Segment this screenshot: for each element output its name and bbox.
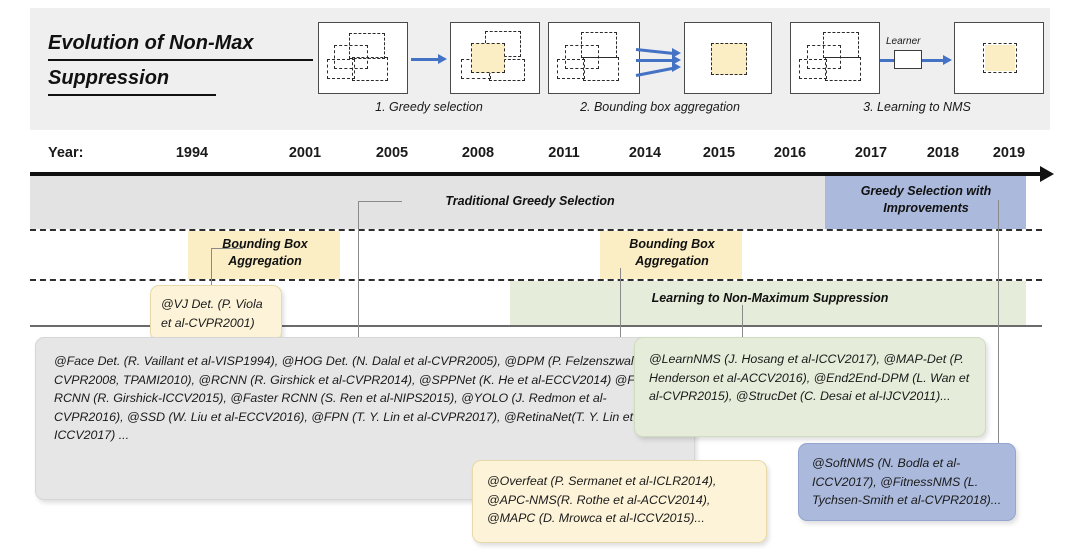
page-title: Evolution of Non-Max Suppression <box>48 28 313 96</box>
diagram-1-output-panel <box>450 22 540 94</box>
dashed-box <box>352 57 388 81</box>
dashed-box <box>983 43 1017 73</box>
callout-aggregation: @Overfeat (P. Sermanet et al-ICLR2014), … <box>472 460 767 543</box>
selected-box-highlight <box>471 43 505 73</box>
year-tick-2017: 2017 <box>854 145 888 161</box>
band-greedy-with-improvements <box>825 176 1026 229</box>
year-tick-2015: 2015 <box>702 145 736 161</box>
band-divider-top <box>30 229 1042 231</box>
flow-arrow-head <box>672 55 681 65</box>
learner-node <box>894 50 922 69</box>
diagram-2-caption: 2. Bounding box aggregation <box>580 100 740 114</box>
label-bounding-box-aggregation-1: Bounding Box Aggregation <box>222 237 308 268</box>
diagram-3-caption: 3. Learning to NMS <box>863 100 971 114</box>
flow-arrow <box>635 48 674 55</box>
label-learning-to-nms: Learning to Non-Maximum Suppression <box>651 291 889 305</box>
year-tick-2001: 2001 <box>288 145 322 161</box>
flow-arrow-head <box>672 48 681 58</box>
dashed-box <box>327 59 355 79</box>
connector-bba-1 <box>211 248 213 296</box>
connector-learning <box>742 305 744 350</box>
page-title-line-2: Suppression <box>48 63 216 96</box>
flow-arrow-head <box>943 55 952 65</box>
page-title-line-1: Evolution of Non-Max <box>48 28 313 61</box>
callout-learning-nms: @LearnNMS (J. Hosang et al-ICCV2017), @M… <box>634 337 986 437</box>
band-baseline <box>30 325 1042 327</box>
connector-traditional-greedy <box>358 201 402 203</box>
year-tick-2016: 2016 <box>773 145 807 161</box>
diagram-2-input-panel <box>548 22 640 94</box>
label-traditional-greedy: Traditional Greedy Selection <box>445 194 615 208</box>
flow-arrow <box>635 66 674 77</box>
header-panel <box>30 8 1050 130</box>
flow-arrow-head <box>672 62 681 72</box>
year-tick-2018: 2018 <box>926 145 960 161</box>
band-bounding-box-aggregation-2 <box>600 231 742 279</box>
timeline-axis <box>30 172 1042 176</box>
diagram-1-input-panel <box>318 22 408 94</box>
flow-arrow <box>922 59 944 62</box>
timeline-axis-arrow-icon <box>1040 166 1054 182</box>
diagram-3-output-panel <box>954 22 1044 94</box>
year-tick-2019: 2019 <box>992 145 1026 161</box>
label-greedy-with-improvements: Greedy Selection with Improvements <box>860 184 992 215</box>
band-bounding-box-aggregation-1 <box>188 231 340 279</box>
year-tick-2008: 2008 <box>461 145 495 161</box>
selected-box-highlight <box>985 45 1015 71</box>
learner-node-label: Learner <box>886 36 921 47</box>
diagram-greedy-selection: 1. Greedy selection <box>318 22 540 122</box>
aggregated-box-highlight <box>711 43 747 75</box>
label-bounding-box-aggregation-2: Bounding Box Aggregation <box>629 237 715 268</box>
band-divider-bottom <box>30 279 1042 281</box>
flow-arrow <box>411 58 439 61</box>
diagram-bounding-box-aggregation: 2. Bounding box aggregation <box>548 22 772 122</box>
connector-bba-1 <box>211 248 243 250</box>
diagram-1-caption: 1. Greedy selection <box>375 100 483 114</box>
dashed-box <box>825 57 861 81</box>
flow-arrow-head <box>438 54 447 64</box>
year-tick-2014: 2014 <box>628 145 662 161</box>
callout-improvements: @SoftNMS (N. Bodla et al-ICCV2017), @Fit… <box>798 443 1016 521</box>
flow-arrow <box>636 59 674 62</box>
connector-traditional-greedy <box>358 201 360 351</box>
dashed-box <box>583 57 619 81</box>
band-learning-to-nms <box>510 281 1026 326</box>
year-axis-label: Year: <box>48 145 84 161</box>
dashed-box <box>799 59 827 79</box>
flow-arrow <box>880 59 894 62</box>
diagram-2-output-panel <box>684 22 772 94</box>
connector-improvements <box>998 200 1000 457</box>
diagram-learning-to-nms: Learner 3. Learning to NMS <box>790 22 1044 122</box>
dashed-box <box>557 59 585 79</box>
band-traditional-greedy <box>30 176 825 229</box>
diagram-3-input-panel <box>790 22 880 94</box>
year-tick-2011: 2011 <box>548 145 580 161</box>
year-tick-1994: 1994 <box>175 145 209 161</box>
year-tick-2005: 2005 <box>375 145 409 161</box>
callout-vj-detector: @VJ Det. (P. Viola et al-CVPR2001) <box>150 285 282 341</box>
